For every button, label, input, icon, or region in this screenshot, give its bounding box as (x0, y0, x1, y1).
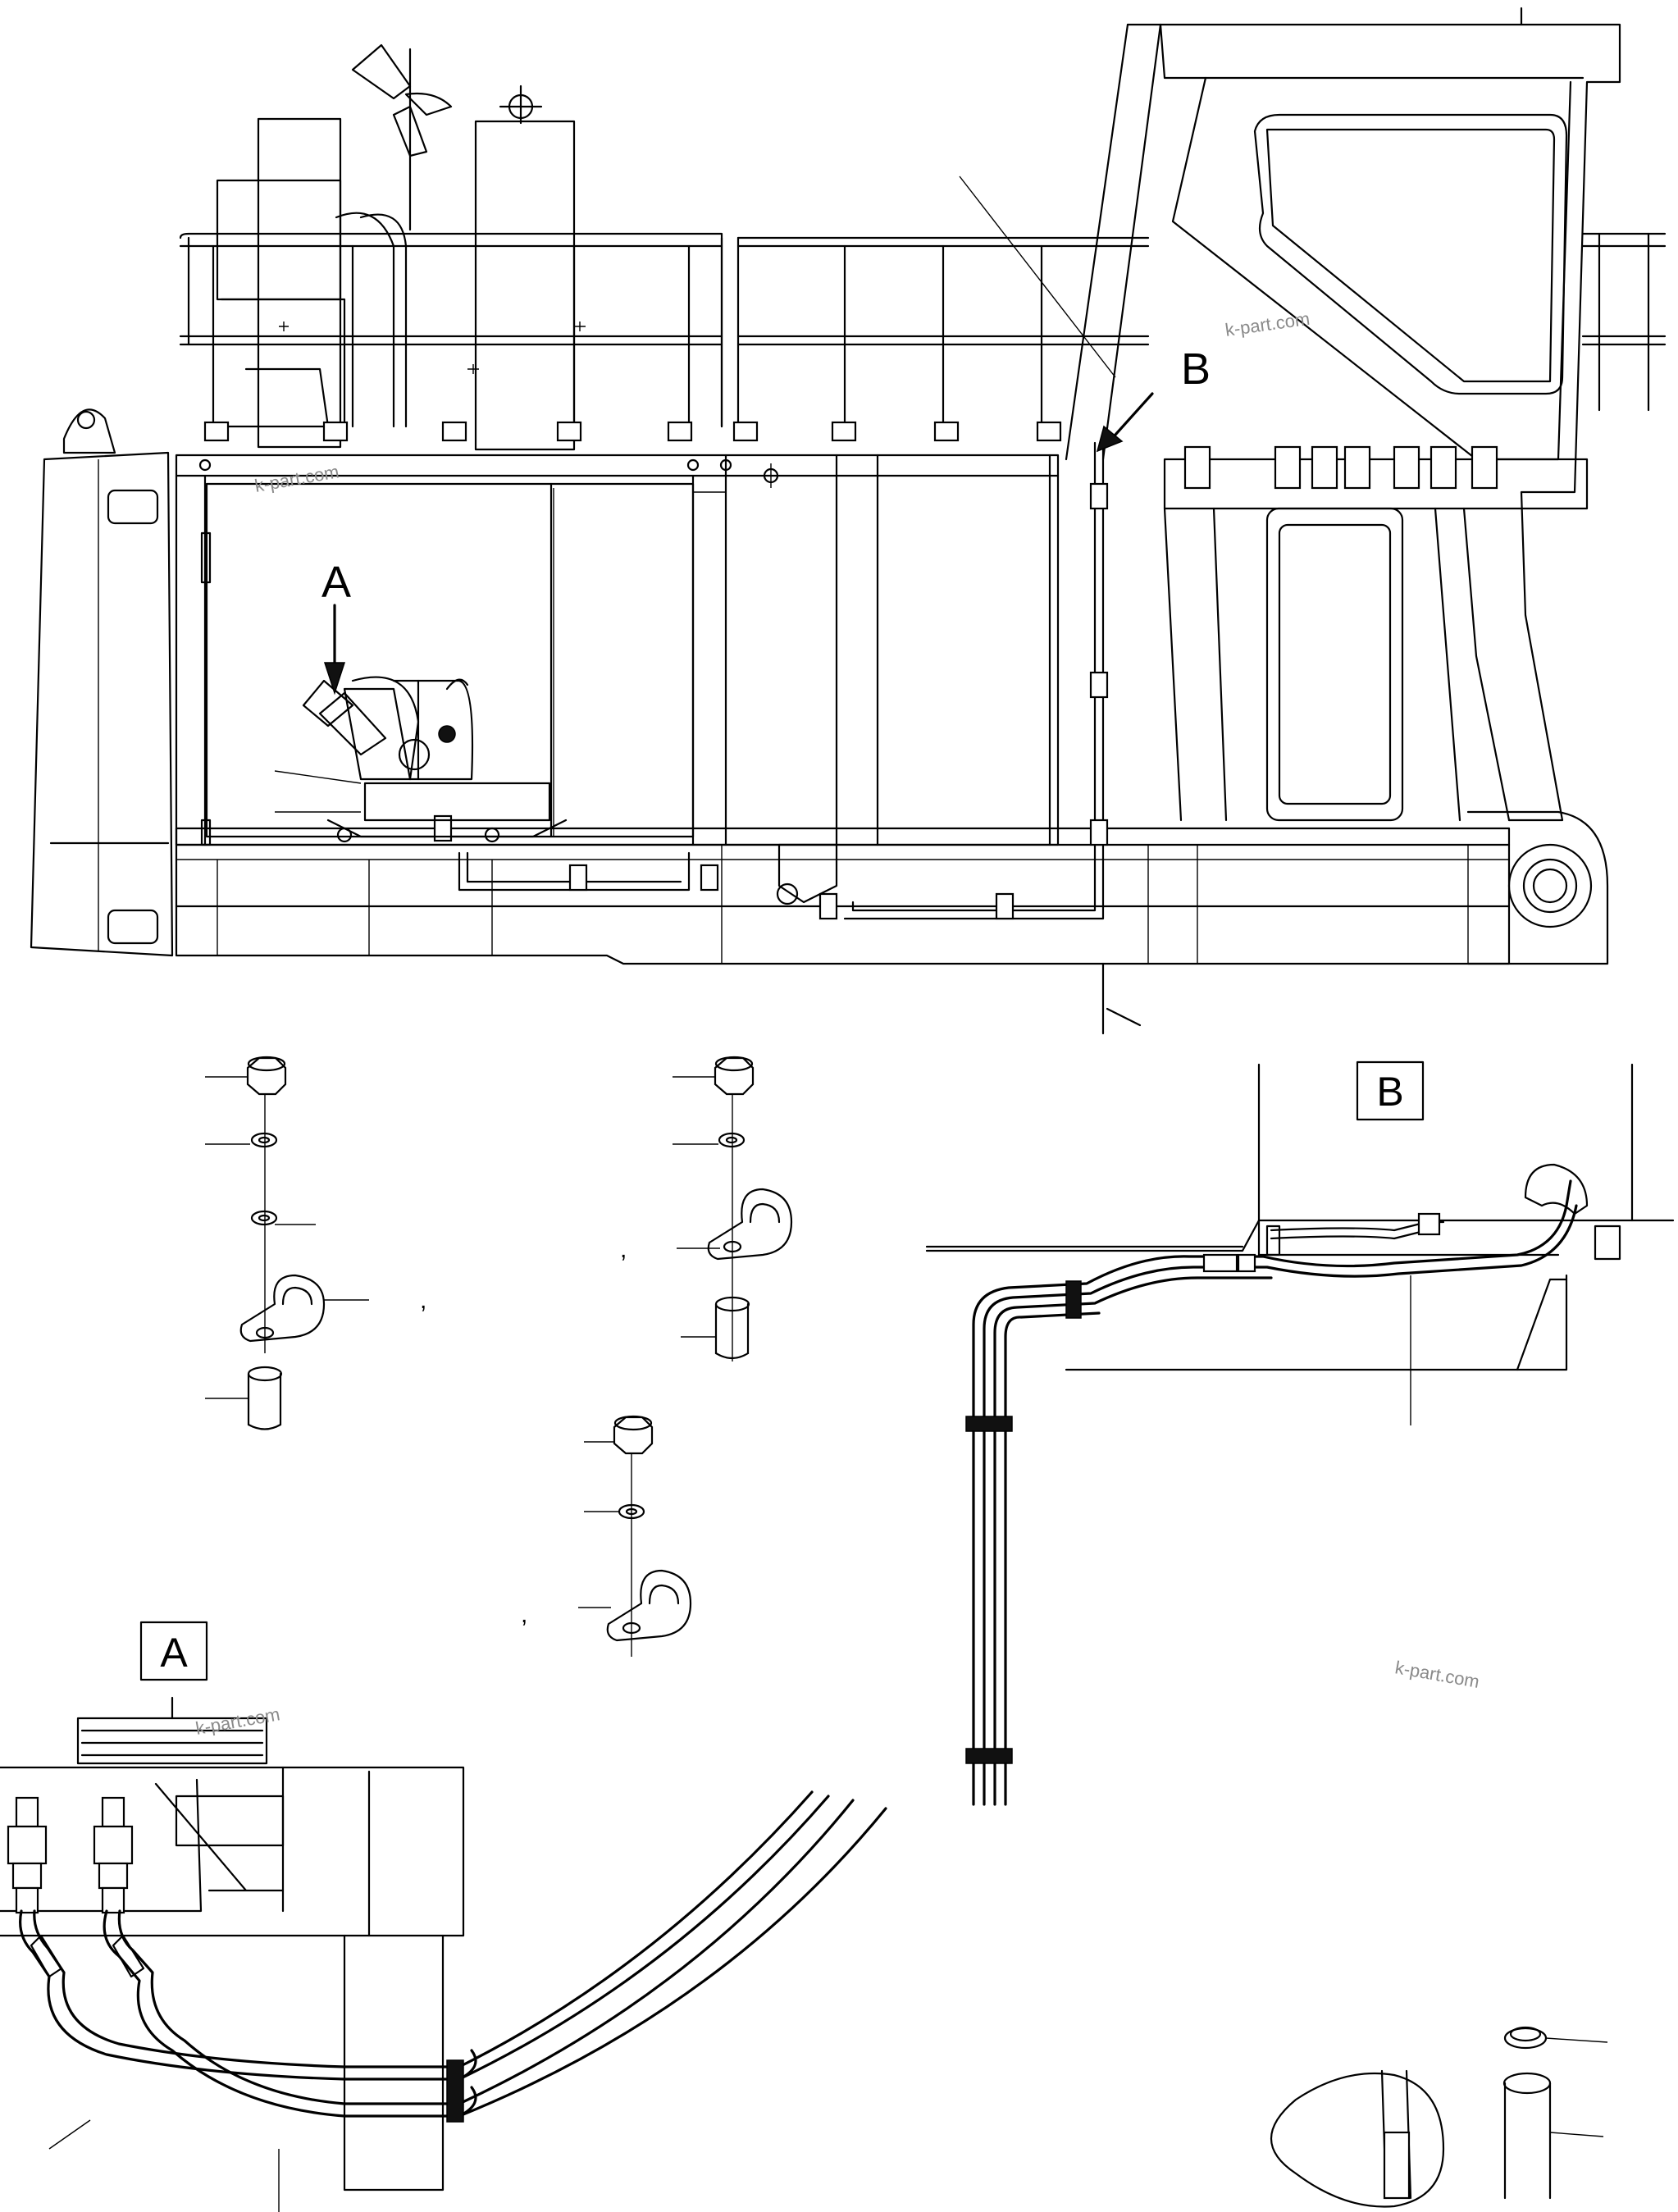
fitting-left (7, 1796, 48, 1914)
cab-bolts (1183, 445, 1498, 490)
watermark-4: k-part.com (194, 1703, 282, 1739)
detail-b-label: B (1376, 1069, 1403, 1115)
clamp-stack-1: , (205, 1056, 426, 1430)
separator-comma-2: , (620, 1236, 627, 1263)
detail-a-label: A (160, 1630, 188, 1676)
detail-b-view: B (925, 1060, 1675, 1806)
fitting-right (93, 1796, 134, 1914)
watermark-2: k-part.com (253, 461, 341, 496)
deck-bolts (198, 421, 1062, 472)
view-b-callout: B (1181, 344, 1211, 394)
view-a-callout: A (321, 558, 351, 607)
separator-comma-3: , (521, 1601, 527, 1628)
detail-a-view: A (0, 1621, 887, 2212)
detail-a-box (139, 1621, 208, 1681)
hose-clamp-detail (1270, 2026, 1608, 2208)
detail-b-box (1356, 1060, 1425, 1121)
machine-side-view (30, 7, 1667, 1035)
clamp-stack-2: , (620, 1056, 793, 1361)
watermark-1: k-part.com (1224, 308, 1311, 340)
watermark-3: k-part.com (1393, 1657, 1481, 1692)
separator-comma-1: , (420, 1287, 426, 1314)
clamp-stack-3: , (521, 1415, 692, 1657)
